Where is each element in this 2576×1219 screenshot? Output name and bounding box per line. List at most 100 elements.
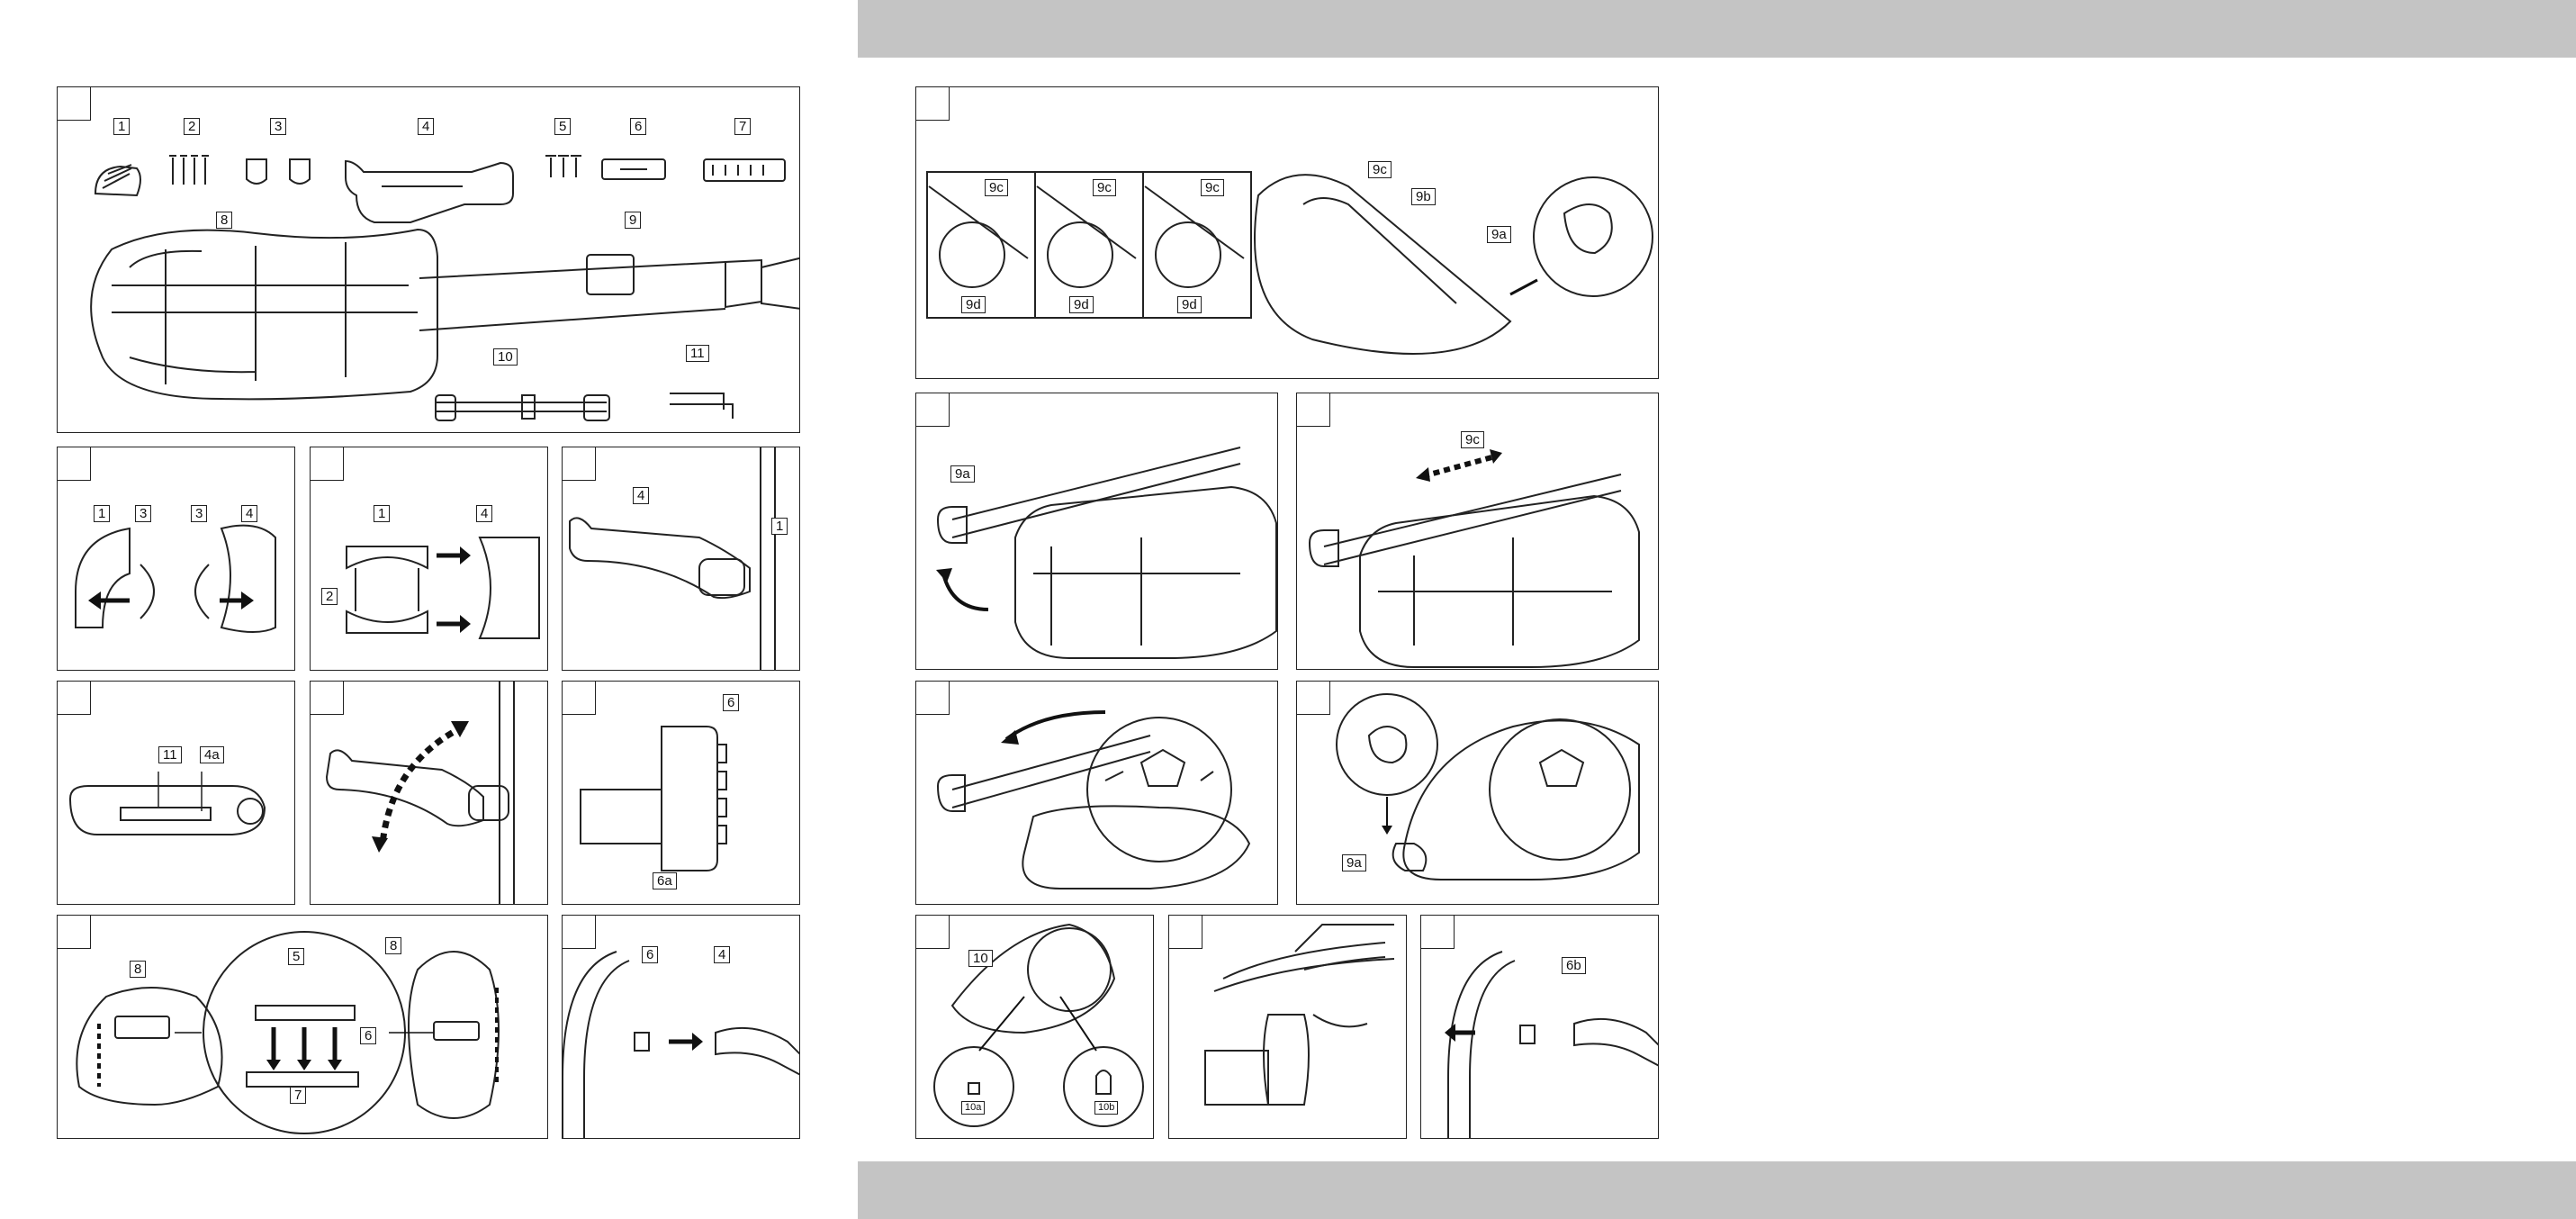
label-6a: 6a	[653, 872, 677, 889]
step-number-box	[563, 682, 596, 715]
part-label-8: 8	[216, 212, 233, 229]
part-label-7: 7	[734, 118, 752, 135]
pads-drawing	[75, 524, 276, 633]
step-number-box	[916, 393, 950, 427]
part-label-1: 1	[113, 118, 131, 135]
part-label-9: 9	[625, 212, 642, 229]
step-panel-basket-rail: 8 5 6 7 8	[57, 915, 548, 1139]
close-buckle-drawing	[1336, 693, 1640, 880]
label-9c-1: 9c	[985, 179, 1008, 196]
basket-rail-drawing	[76, 931, 500, 1134]
label-1: 1	[771, 518, 788, 535]
step-number-box	[563, 447, 596, 481]
part-label-2: 2	[184, 118, 201, 135]
step-number-box	[58, 682, 91, 715]
label-6: 6	[642, 946, 659, 963]
step-panel-slide-buckle: 9c	[1296, 393, 1659, 670]
step-panel-detach: 6b	[1420, 915, 1659, 1139]
insert-ball-drawing	[936, 710, 1251, 889]
mount-arm-drawing	[569, 447, 776, 670]
step-number-box	[563, 916, 596, 949]
ball-net-drawing	[933, 923, 1144, 1127]
step-number-box	[916, 916, 950, 949]
part-label-4: 4	[418, 118, 435, 135]
step-number-box	[58, 87, 91, 121]
label-11: 11	[158, 746, 182, 763]
step-panel-close-buckle: 9a	[1296, 681, 1659, 905]
step-panel-ball-net: 10 10a 10b	[915, 915, 1154, 1139]
plate-drawing	[580, 726, 727, 871]
step-number-box	[1297, 393, 1330, 427]
label-10: 10	[968, 950, 993, 967]
step-number-box	[916, 682, 950, 715]
step-panel-tighten: 11 4a	[57, 681, 295, 905]
label-4: 4	[633, 487, 650, 504]
label-3a: 3	[135, 505, 152, 522]
label-9d-3: 9d	[1177, 296, 1202, 313]
label-9d-1: 9d	[961, 296, 986, 313]
parts-overview-panel: 1 2 3 4 5 6 7 8 9 10 11	[57, 86, 800, 433]
tighten-drawing	[68, 772, 266, 835]
part-label-11: 11	[686, 345, 709, 362]
part-label-6: 6	[630, 118, 647, 135]
label-10a: 10a	[961, 1101, 986, 1115]
step-panel-insert-ball	[915, 681, 1278, 905]
label-6: 6	[360, 1027, 377, 1044]
label-7: 7	[290, 1087, 307, 1104]
label-3b: 3	[191, 505, 208, 522]
label-4: 4	[241, 505, 258, 522]
part-label-3: 3	[270, 118, 287, 135]
step-number-box	[916, 87, 950, 121]
step-panel-strap-buckle: 9c 9c 9c 9d 9d 9d 9c 9b 9a	[915, 86, 1659, 379]
label-8: 8	[130, 961, 147, 978]
adjust-angle-drawing	[325, 682, 515, 904]
label-9a: 9a	[1342, 854, 1366, 871]
step-number-box	[311, 682, 344, 715]
step-number-box	[58, 447, 91, 481]
mounted-view-drawing	[1204, 924, 1395, 1106]
bottom-band	[858, 1161, 2576, 1219]
label-6: 6	[723, 694, 740, 711]
label-6b: 6b	[1562, 957, 1586, 974]
step-number-box	[1421, 916, 1455, 949]
top-band	[858, 0, 2576, 58]
label-4: 4	[476, 505, 493, 522]
label-9c-4: 9c	[1368, 161, 1392, 178]
step-number-box	[58, 916, 91, 949]
label-9a: 9a	[1487, 226, 1511, 243]
label-8-right: 8	[385, 937, 402, 954]
label-9c-2: 9c	[1093, 179, 1116, 196]
label-4a: 4a	[200, 746, 224, 763]
step-panel-pads: 1 3 3 4	[57, 447, 295, 671]
slide-buckle-drawing	[1308, 449, 1640, 668]
label-5: 5	[288, 948, 305, 965]
parts-drawing	[90, 155, 799, 421]
label-1: 1	[374, 505, 391, 522]
label-4: 4	[714, 946, 731, 963]
label-10b: 10b	[1094, 1101, 1119, 1115]
strap-buckle-drawing	[926, 171, 1653, 355]
attach-basket-drawing	[563, 951, 799, 1138]
detach-drawing	[1445, 951, 1658, 1138]
step-number-box	[311, 447, 344, 481]
label-9b: 9b	[1411, 188, 1436, 205]
step-number-box	[1169, 916, 1202, 949]
label-9c-3: 9c	[1201, 179, 1224, 196]
label-2: 2	[321, 588, 338, 605]
step-panel-lift-buckle: 9a	[915, 393, 1278, 670]
label-9a: 9a	[950, 465, 975, 483]
step-panel-mounted-view	[1168, 915, 1407, 1139]
label-1: 1	[94, 505, 111, 522]
lift-buckle-drawing	[936, 447, 1277, 659]
step-panel-adjust-angle	[310, 681, 548, 905]
step-panel-bolts: 1 4 2	[310, 447, 548, 671]
part-label-10: 10	[493, 348, 518, 366]
label-9c: 9c	[1461, 431, 1484, 448]
bolts-drawing	[346, 537, 540, 639]
part-label-5: 5	[554, 118, 572, 135]
step-panel-attach-basket: 6 4	[562, 915, 800, 1139]
step-panel-mount-arm: 4 1	[562, 447, 800, 671]
label-9d-2: 9d	[1069, 296, 1094, 313]
step-panel-plate: 6 6a	[562, 681, 800, 905]
step-number-box	[1297, 682, 1330, 715]
